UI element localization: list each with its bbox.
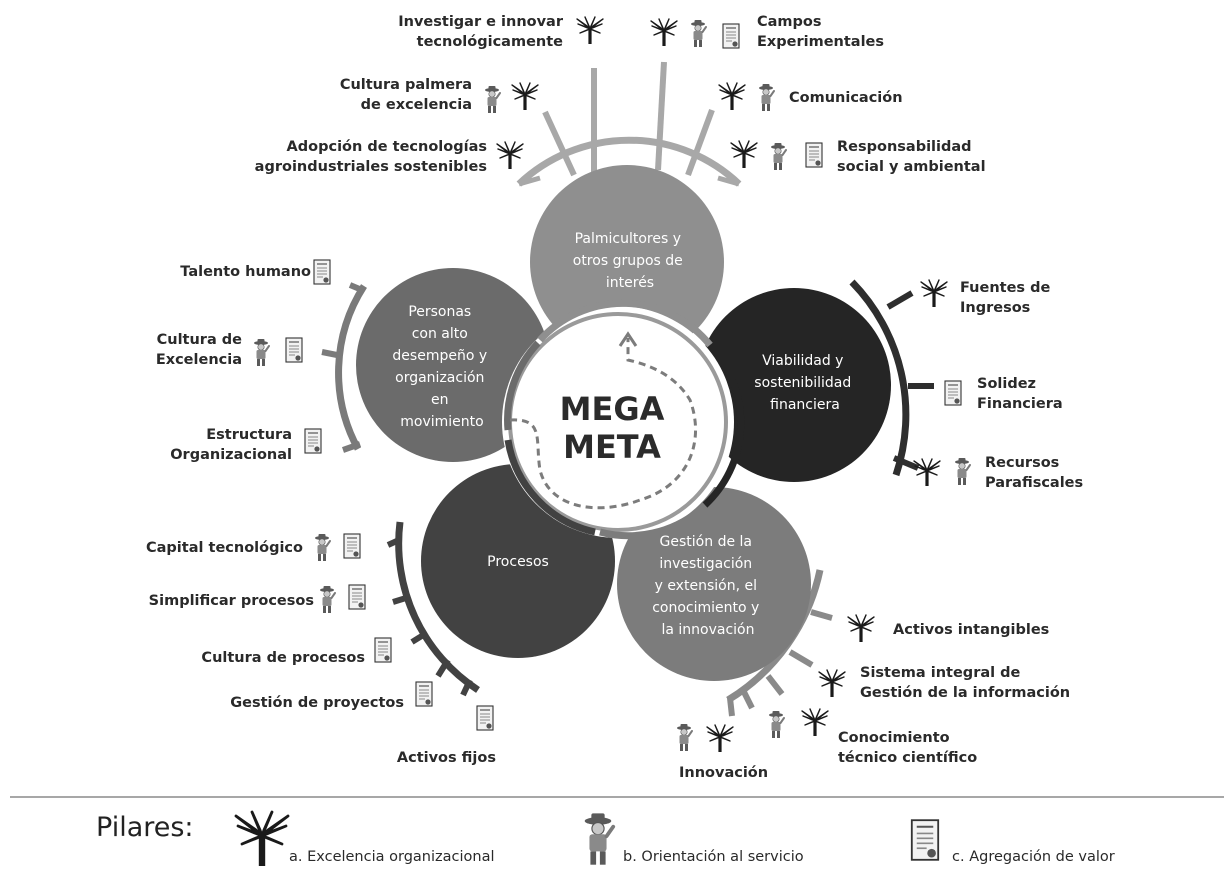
- palm-tree-icon: [718, 82, 746, 111]
- palm-tree-icon: [511, 82, 539, 111]
- palm-tree-icon: [920, 279, 948, 308]
- left-arc-group: [321, 282, 367, 453]
- farmer-icon: [770, 142, 787, 171]
- certificate-icon: [476, 705, 494, 731]
- palm-tree-icon: [913, 458, 941, 487]
- label-capital: Capital tecnológico: [146, 540, 303, 556]
- bottom-left-arc-group: [386, 521, 480, 697]
- certificate-icon: [374, 637, 392, 663]
- circle-left: [356, 268, 550, 462]
- palm-tree-icon: [847, 614, 875, 643]
- certificate-icon: [910, 819, 940, 861]
- farmer-icon: [253, 338, 270, 367]
- palm-tree-icon: [730, 140, 758, 169]
- legend-item-valor: c. Agregación de valor: [952, 849, 1115, 865]
- label-talento: Talento humano: [180, 264, 311, 280]
- circle-right-text: Viabilidad y sostenibilidad financiera: [754, 353, 855, 413]
- label-gestion-proyectos: Gestión de proyectos: [230, 695, 404, 711]
- certificate-icon: [343, 533, 361, 559]
- palm-tree-icon: [706, 724, 734, 753]
- label-simplificar: Simplificar procesos: [148, 593, 314, 609]
- label-innovacion: Innovación: [679, 765, 769, 781]
- farmer-icon: [484, 85, 501, 114]
- certificate-icon: [285, 337, 303, 363]
- label-cultura-procesos: Cultura de procesos: [201, 650, 365, 666]
- certificate-icon: [722, 23, 740, 49]
- palm-tree-icon: [818, 669, 846, 698]
- right-arc-group: [849, 279, 934, 477]
- center-title-line2: META: [563, 428, 661, 466]
- top-arc-group: [516, 61, 742, 187]
- palm-tree-icon: [650, 18, 678, 47]
- circle-top-text: Palmicultores y otros grupos de interés: [573, 231, 687, 291]
- certificate-icon: [304, 428, 322, 454]
- farmer-icon: [314, 533, 331, 562]
- circle-left-text: Personas con alto desempeño y organizaci…: [392, 304, 491, 430]
- certificate-icon: [313, 259, 331, 285]
- circle-bottom-right: [617, 487, 811, 681]
- palm-tree-icon: [801, 708, 829, 737]
- farmer-icon: [690, 19, 707, 48]
- farmer-icon: [768, 710, 785, 739]
- farmer-icon: [758, 83, 775, 112]
- center-dashed-arrow: [509, 338, 698, 510]
- label-activos-intangibles: Activos intangibles: [893, 622, 1050, 638]
- label-comunicacion: Comunicación: [789, 90, 903, 106]
- palm-tree-icon: [496, 141, 524, 170]
- farmer-icon: [954, 457, 971, 486]
- certificate-icon: [348, 584, 366, 610]
- label-activos-fijos: Activos fijos: [396, 750, 496, 766]
- center-title-line1: MEGA: [560, 390, 665, 428]
- legend-item-excelencia: a. Excelencia organizacional: [289, 849, 495, 865]
- circle-bottom-right-text: Gestión de la investigación y extensión,…: [652, 534, 764, 638]
- circle-bottom-left-text: Procesos: [487, 554, 549, 570]
- palm-tree-icon: [576, 16, 604, 45]
- legend-title: Pilares:: [96, 812, 194, 843]
- center-disc: [520, 324, 716, 520]
- farmer-icon: [582, 811, 616, 867]
- certificate-icon: [805, 142, 823, 168]
- palm-tree-icon: [234, 810, 290, 868]
- farmer-icon: [676, 723, 693, 752]
- certificate-icon: [415, 681, 433, 707]
- certificate-icon: [944, 380, 962, 406]
- circle-right: [697, 288, 891, 482]
- farmer-icon: [319, 585, 336, 614]
- legend-item-servicio: b. Orientación al servicio: [623, 849, 804, 865]
